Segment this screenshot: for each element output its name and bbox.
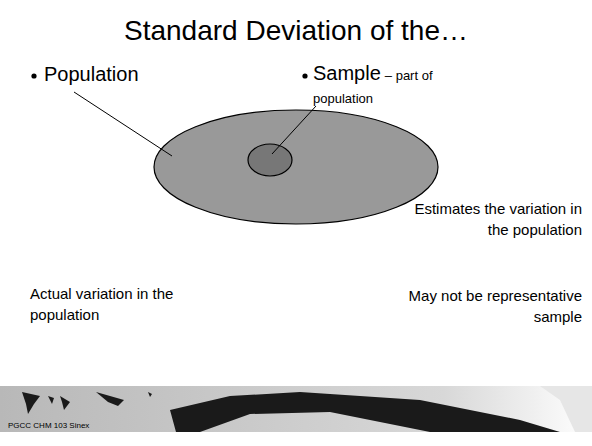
footer-band	[0, 386, 592, 432]
text-group: Population	[44, 62, 244, 88]
sample-circle	[248, 144, 292, 176]
footer-text: PGCC CHM 103 Sinex	[8, 421, 89, 430]
leader-line	[74, 92, 172, 156]
population-label: Population	[44, 63, 139, 85]
bullet-dot	[302, 73, 307, 78]
bullet-dot	[31, 73, 36, 78]
slide-title: Standard Deviation of the…	[0, 14, 592, 48]
text-group: May not be representative sample	[372, 285, 582, 327]
text-group: PGCC CHM 103 Sinex	[8, 417, 168, 431]
text-group: Estimates the variation in the populatio…	[392, 198, 582, 240]
sample-label: Sample	[313, 62, 381, 84]
footer-shape	[540, 386, 592, 432]
estimate-note: Estimates the variation in the populatio…	[414, 200, 582, 238]
bird-silhouettes	[22, 392, 560, 432]
text-group: Sample– part of population	[313, 62, 453, 110]
leader-line	[272, 106, 316, 154]
actual-variation-note: Actual variation in the population	[30, 285, 173, 323]
representative-note: May not be representative sample	[409, 287, 582, 325]
text-group: Actual variation in the population	[30, 283, 210, 325]
